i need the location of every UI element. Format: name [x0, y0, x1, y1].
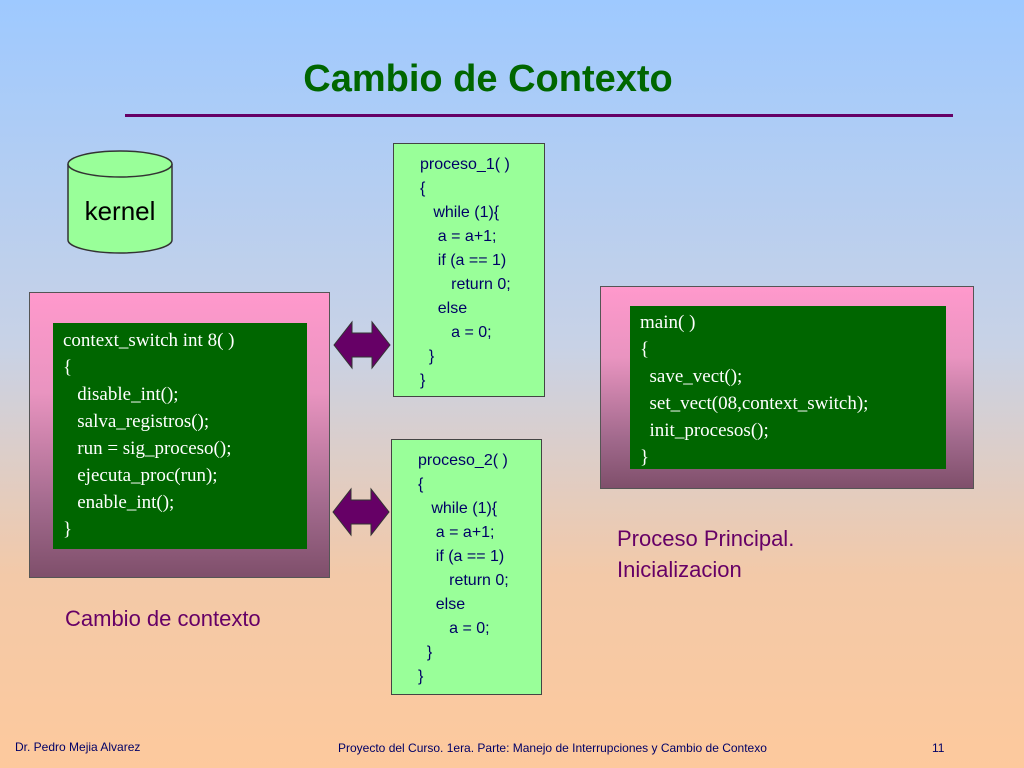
footer-course: Proyecto del Curso. 1era. Parte: Manejo … [338, 741, 767, 755]
main-code: main( ) { save_vect(); set_vect(08,conte… [630, 306, 946, 469]
kernel-label: kernel [84, 196, 156, 226]
slide-title: Cambio de Contexto [303, 58, 673, 100]
caption-main-line-1: Proceso Principal. [617, 526, 795, 551]
proceso-2-box: proceso_2( ) { while (1){ a = a+1; if (a… [391, 439, 542, 695]
caption-main-line-2: Inicializacion [617, 557, 742, 582]
title-rule [125, 114, 953, 117]
context-switch-code: context_switch int 8( ) { disable_int();… [53, 323, 307, 549]
caption-context-switch: Cambio de contexto [65, 606, 261, 631]
footer-author: Dr. Pedro Mejia Alvarez [15, 740, 141, 754]
proceso-1-box: proceso_1( ) { while (1){ a = a+1; if (a… [393, 143, 545, 397]
double-arrow-icon [332, 487, 390, 537]
kernel-cylinder-icon [67, 150, 173, 254]
footer-page-number: 11 [932, 741, 945, 755]
double-arrow-icon [333, 320, 391, 370]
